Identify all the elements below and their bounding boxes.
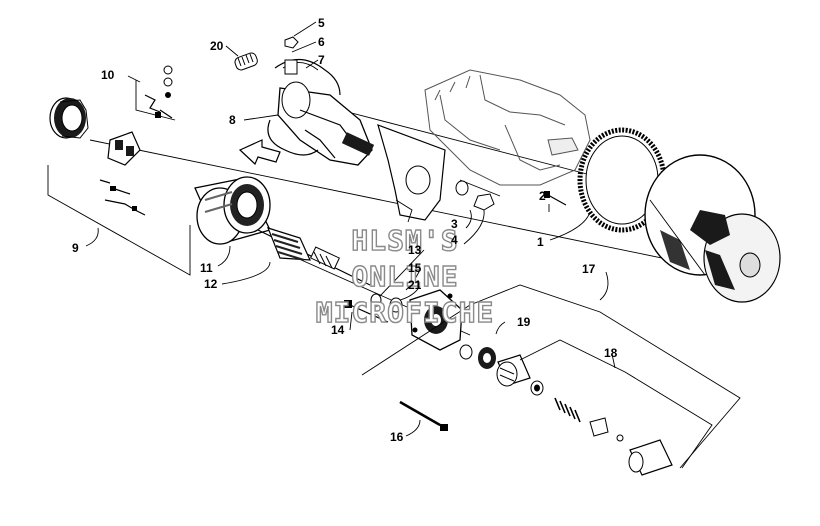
callout-11: 11 xyxy=(200,261,213,275)
callout-10: 10 xyxy=(101,68,115,82)
watermark-line-2: ONLINE xyxy=(351,260,458,293)
long-bolt-part-16 xyxy=(399,400,448,431)
callout-13: 13 xyxy=(408,243,422,257)
callouts: 1 2 3 4 5 6 7 8 9 10 11 12 13 14 15 16 1… xyxy=(72,16,618,444)
watermark-line-1: HLSM'S xyxy=(351,224,458,257)
engine-block xyxy=(424,69,591,186)
callout-3: 3 xyxy=(451,217,458,231)
mounting-bracket xyxy=(377,124,495,223)
nut-part-5 xyxy=(284,36,299,49)
callout-7: 7 xyxy=(318,53,325,67)
callout-18: 18 xyxy=(604,346,618,360)
brush-holder xyxy=(107,131,141,166)
end-cap-housing xyxy=(49,97,89,139)
brush-kit-part-10 xyxy=(135,65,176,121)
callout-1: 1 xyxy=(537,235,544,249)
callout-4: 4 xyxy=(451,233,458,247)
callout-21: 21 xyxy=(408,278,422,292)
leader-lines xyxy=(85,21,616,437)
callout-6: 6 xyxy=(318,35,325,49)
callout-5: 5 xyxy=(318,16,325,30)
spring-part-20 xyxy=(234,52,258,71)
bolt-part-14 xyxy=(344,300,389,323)
flywheel xyxy=(644,154,781,303)
callout-17: 17 xyxy=(582,262,596,276)
group-9-bracket xyxy=(47,165,191,276)
callout-19: 19 xyxy=(517,315,531,329)
callout-15: 15 xyxy=(408,261,422,275)
drive-assembly-parts xyxy=(459,344,673,476)
callout-2: 2 xyxy=(539,189,546,203)
field-housing-part-11 xyxy=(194,176,271,245)
outline-arrow-icon xyxy=(238,139,281,166)
brush-spring-set xyxy=(99,179,146,216)
group-17-18-brackets xyxy=(361,284,741,469)
callout-14: 14 xyxy=(331,323,345,337)
armature-part-12 xyxy=(257,227,371,286)
callout-12: 12 xyxy=(204,277,218,291)
bolt-part-2 xyxy=(544,191,567,206)
callout-8: 8 xyxy=(229,113,236,127)
watermark-line-3: MICROFICHE xyxy=(316,296,495,329)
washers-13-21 xyxy=(370,293,403,313)
callout-9: 9 xyxy=(72,241,79,255)
callout-16: 16 xyxy=(390,430,404,444)
watermark: HLSM'S ONLINE MICROFICHE xyxy=(315,223,495,329)
starter-solenoid-assembly xyxy=(267,58,375,166)
callout-20: 20 xyxy=(210,39,224,53)
